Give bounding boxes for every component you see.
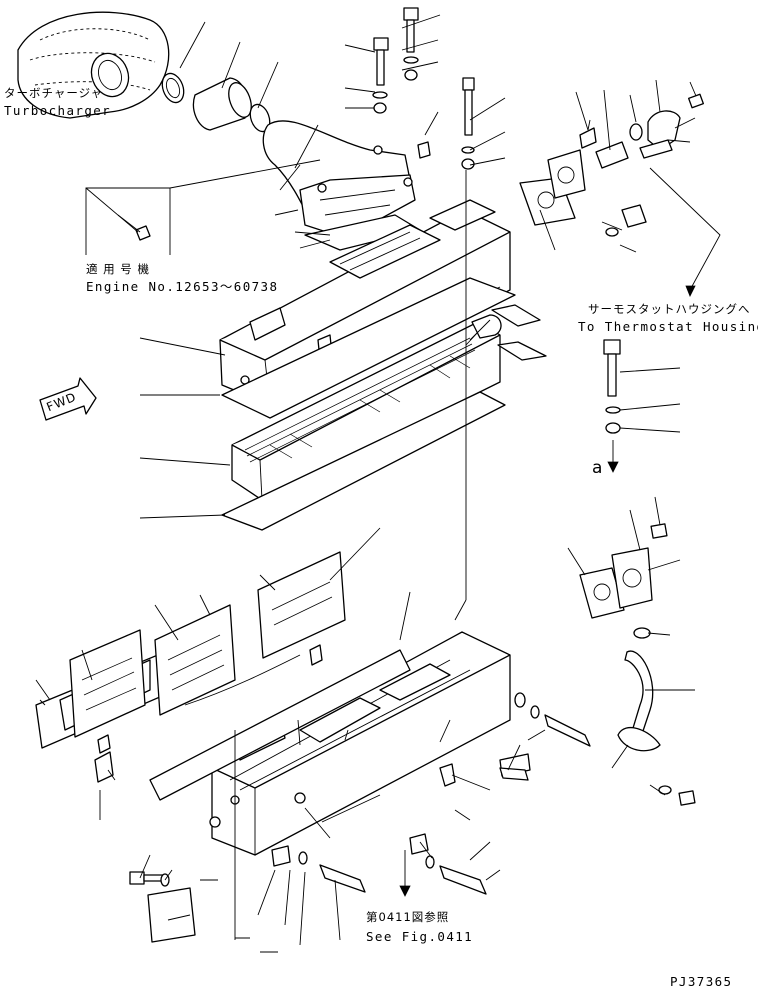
- intake-plates: [35, 551, 411, 801]
- fwd-arrow: [39, 377, 97, 421]
- callout-leaders: [35, 14, 721, 953]
- upper-gasket: [221, 277, 516, 419]
- lower-bolts: [129, 692, 591, 943]
- applicable-engine-label-jp: 適 用 号 機: [86, 262, 150, 276]
- see-fig-label-jp: 第0411図参照: [366, 910, 450, 924]
- turbocharger-label: Turbocharger: [4, 103, 112, 118]
- thermostat-label: To Thermostat Housing: [578, 319, 758, 334]
- long-bolt: [603, 339, 621, 473]
- water-connector: [519, 93, 704, 237]
- ref-a-label: a: [592, 458, 603, 478]
- rubber-hose: [192, 77, 271, 133]
- aftercooler-cover: [219, 199, 511, 406]
- drawing-number: PJ37365: [670, 974, 733, 989]
- lower-gasket: [221, 391, 506, 531]
- thermostat-label-jp: サーモスタットハウジングへ: [588, 302, 751, 316]
- water-outlet: [579, 523, 696, 806]
- connector-bolts: [372, 7, 475, 170]
- aftercooler-core: [231, 304, 547, 501]
- see-fig-label: See Fig.0411: [366, 929, 474, 944]
- engine-no-label: Engine No.12653～60738: [86, 279, 279, 294]
- air-connector: [262, 120, 416, 239]
- turbocharger-label-jp: ターボチャージャ: [4, 86, 104, 100]
- hose-clamp: [161, 72, 185, 104]
- engine-no-inset: [85, 187, 171, 255]
